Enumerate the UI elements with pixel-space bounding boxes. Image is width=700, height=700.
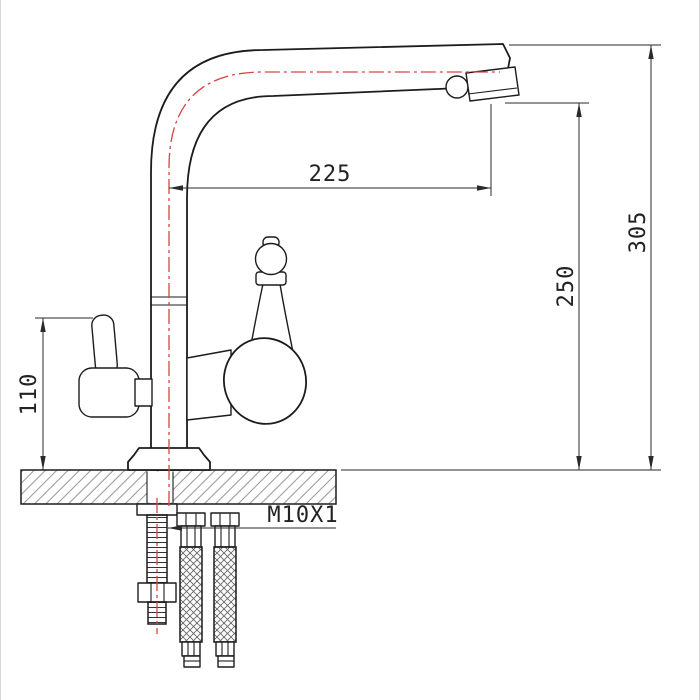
aerator-screen-line [467, 87, 518, 95]
filter-handle-connector [134, 378, 153, 407]
countertop [20, 469, 337, 505]
filter-handle-body [78, 367, 140, 418]
faucet-body [78, 43, 520, 471]
filter-lever [91, 314, 118, 376]
thread-callout: M10X1 [168, 503, 338, 531]
centerlines [156, 71, 500, 634]
dimension-outlet-height-label: 250 [554, 265, 579, 308]
dimension-handle-height-label: 110 [17, 373, 42, 416]
lever-knob [254, 242, 288, 276]
countertop-hatch [20, 469, 337, 505]
dimension-outlet-height: 250 [505, 102, 589, 470]
dimension-spout-reach-label: 225 [309, 162, 352, 187]
flex-hose-1 [176, 512, 206, 668]
dimension-spout-reach: 225 [169, 104, 492, 196]
mixer-handle-body [222, 337, 308, 425]
aerator-ball-joint [445, 75, 469, 99]
dimension-total-height-label: 305 [626, 211, 651, 254]
mixer-handle-connector [186, 349, 232, 421]
filter-handle [78, 314, 153, 418]
spout-centerline [168, 71, 500, 506]
mixer-handle [186, 236, 308, 425]
thread-callout-label: M10X1 [267, 503, 338, 528]
dimension-handle-height: 110 [17, 317, 93, 470]
dimension-total-height: 305 [341, 44, 661, 471]
spout-and-column [150, 43, 511, 471]
flex-hose-2 [210, 512, 240, 668]
